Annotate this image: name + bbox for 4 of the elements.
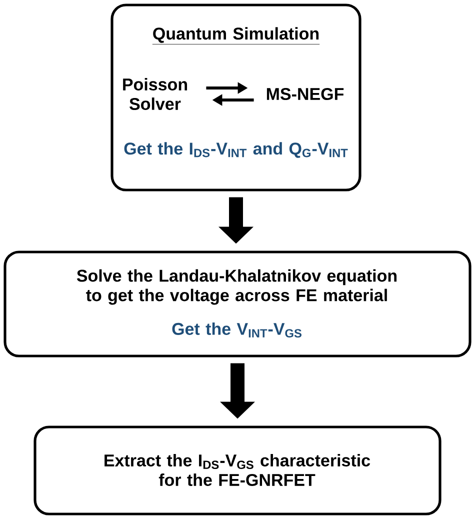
process-box: Extract the I$_{DS}$-V$_{GS}$ characteristic for the FE-GNRFET — [34, 426, 442, 516]
process-box: Solve the Landau-Khalatnikov equation to get the voltage across FE material Get the V$_{INT}$-V$_{GS}$ — [4, 250, 472, 358]
node-text: MS-NEGF — [266, 88, 344, 100]
node-text: Poisson Solver — [123, 78, 188, 110]
